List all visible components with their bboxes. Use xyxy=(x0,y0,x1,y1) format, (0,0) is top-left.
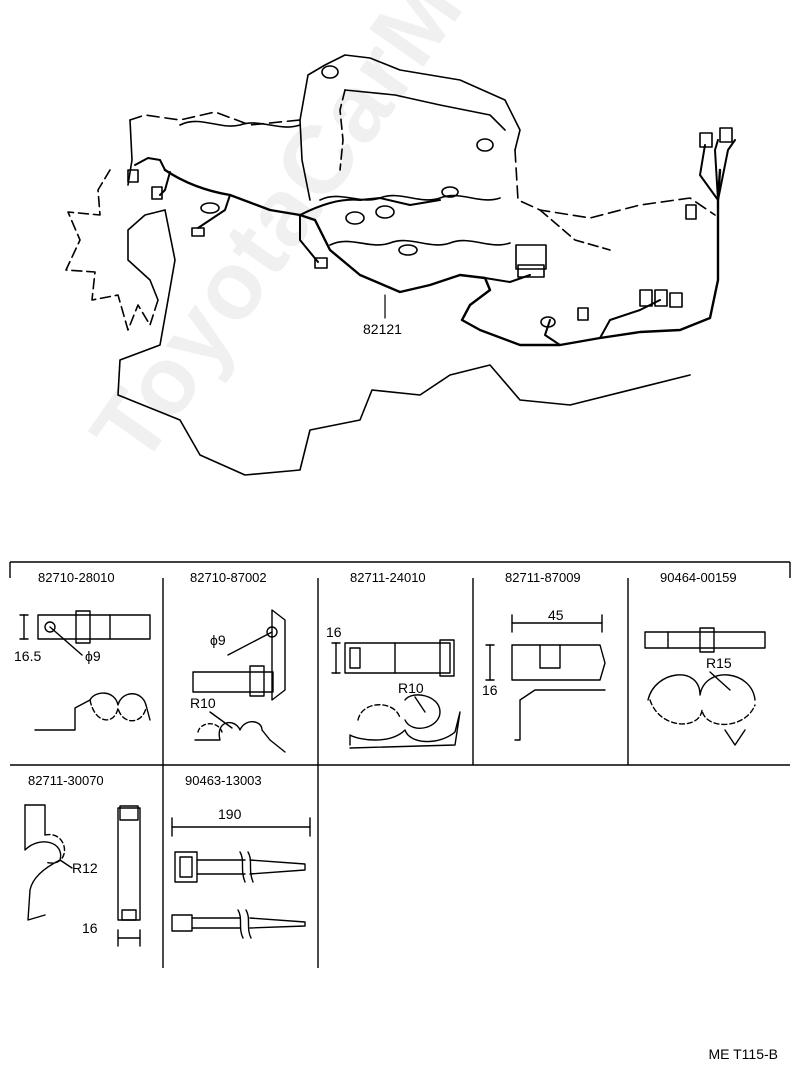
engine-harness-illustration xyxy=(65,54,736,476)
part-number-1: 82710-28010 xyxy=(38,570,115,585)
dimension-label: 45 xyxy=(548,607,564,623)
dimension-label: R15 xyxy=(706,655,732,671)
dimension-label: 16 xyxy=(82,920,98,936)
dimension-label: ϕ9 xyxy=(85,648,101,664)
part-number-6: 82711-30070 xyxy=(28,773,104,788)
part-number-7: 90463-13003 xyxy=(185,773,262,788)
part-number-4: 82711-87009 xyxy=(505,570,581,585)
part-number-3: 82711-24010 xyxy=(350,570,426,585)
part-number-2: 82710-87002 xyxy=(190,570,267,585)
dimension-label: ϕ9 xyxy=(210,632,226,648)
figure-code: ME T115-B xyxy=(708,1046,778,1062)
dimension-label: 16 xyxy=(482,682,498,698)
dimension-label: 16.5 xyxy=(14,648,42,664)
harness-callout-label: 82121 xyxy=(363,321,402,337)
dimension-label: R12 xyxy=(72,860,98,876)
dimension-label: 190 xyxy=(218,806,242,822)
part-number-5: 90464-00159 xyxy=(660,570,737,585)
dimension-label: 16 xyxy=(326,624,342,640)
dimension-label: R10 xyxy=(398,680,424,696)
dimension-label: R10 xyxy=(190,695,216,711)
